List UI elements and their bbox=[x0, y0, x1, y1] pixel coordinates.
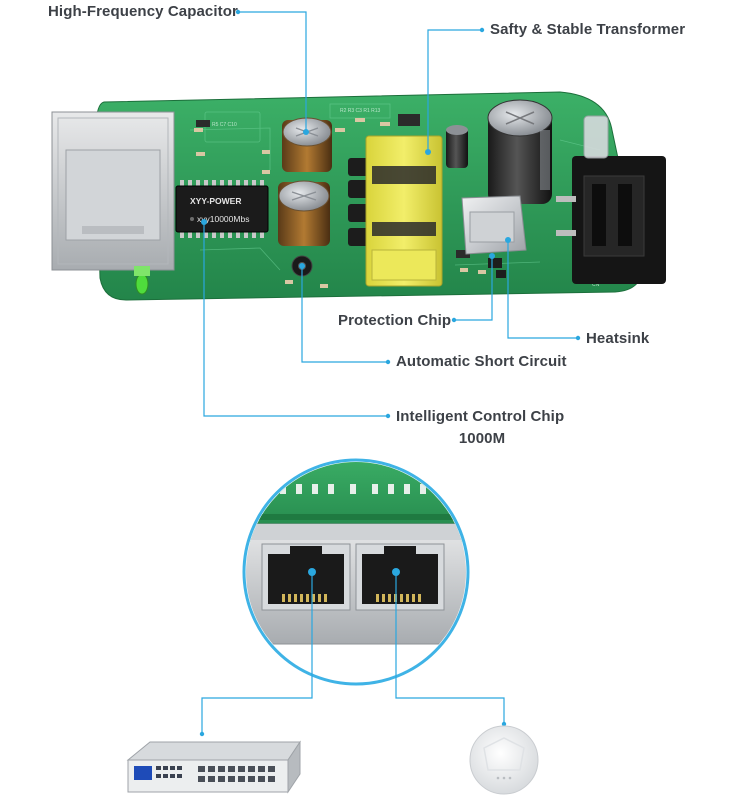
label-protection-chip: Protection Chip bbox=[338, 312, 452, 329]
label-heatsink: Heatsink bbox=[586, 330, 650, 347]
high-frequency-capacitors bbox=[278, 117, 332, 246]
label-intelligent-control-chip: Intelligent Control Chip bbox=[396, 408, 565, 425]
rj45-port-icon bbox=[51, 111, 175, 271]
label-high-frequency-capacitor: High-Frequency Capacitor bbox=[48, 3, 238, 20]
power-connector bbox=[556, 156, 666, 284]
ceiling-access-point-icon bbox=[469, 725, 539, 795]
callout-dots bbox=[201, 9, 581, 419]
rj45-port-icon bbox=[261, 543, 351, 611]
svg-text:R2 R3 C3 R1 R13: R2 R3 C3 R1 R13 bbox=[340, 108, 381, 114]
label-safety-transformer: Safty & Stable Transformer bbox=[490, 21, 686, 38]
large-capacitor bbox=[487, 99, 553, 204]
callout-lines bbox=[203, 11, 578, 417]
chip-brand-label: XYY-POWER bbox=[190, 196, 241, 206]
label-automatic-short-circuit: Automatic Short Circuit bbox=[396, 353, 567, 370]
small-capacitor bbox=[446, 125, 468, 168]
led-indicator bbox=[134, 266, 150, 295]
safety-transformer bbox=[365, 135, 443, 287]
svg-text:CN: CN bbox=[592, 282, 600, 288]
protection-chip bbox=[488, 258, 506, 278]
svg-text:R5 C7 C10: R5 C7 C10 bbox=[212, 122, 237, 128]
label-intelligent-control-chip-sub: 1000M bbox=[458, 430, 506, 447]
port-link-dots bbox=[199, 568, 507, 737]
rj45-port-icon bbox=[355, 543, 445, 611]
heatsink bbox=[461, 195, 527, 255]
control-chip bbox=[175, 180, 269, 238]
port-link-lines bbox=[201, 572, 505, 734]
fuse bbox=[583, 115, 609, 159]
chip-dot-icon bbox=[190, 217, 194, 221]
chip-model-label: xyy10000Mbs bbox=[197, 214, 249, 224]
network-switch-icon bbox=[126, 740, 301, 794]
